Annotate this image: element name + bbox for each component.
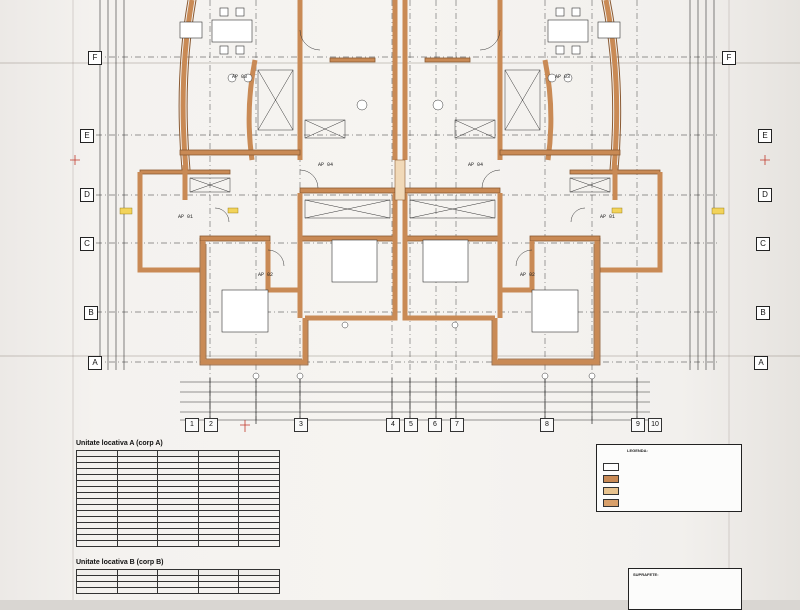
grid-axis-number: 1 [185,418,199,432]
grid-axis-number: 10 [648,418,662,432]
room-tag: AP 01 [178,214,194,220]
grid-axis-label: A [754,356,768,370]
grid-axis-label: C [80,237,94,251]
room-tag: AP 01 [600,214,616,220]
legend-swatch [603,463,619,471]
paper-fold [0,62,800,64]
grid-axis-label: E [758,129,772,143]
grid-axis-label: E [80,129,94,143]
grid-axis-label: D [758,188,772,202]
paper-fold [728,0,730,600]
table-b-title: Unitate locativa B (corp B) [76,559,164,566]
schedule-table-a [76,450,280,547]
summary-title: SUPRAFETE: [633,572,659,577]
paper-fold [0,355,800,357]
table-a-title: Unitate locativa A (corp A) [76,440,163,447]
room-tag: AP 02 [520,272,536,278]
grid-axis-label: D [80,188,94,202]
legend-box: LEGENDA: [596,444,742,512]
grid-axis-number: 6 [428,418,442,432]
grid-axis-number: 7 [450,418,464,432]
room-tag: AP 03 [555,74,571,80]
category-notes [626,520,736,556]
paper-fold [72,0,74,600]
grid-axis-label: A [88,356,102,370]
grid-axis-number: 4 [386,418,400,432]
grid-axis-number: 2 [204,418,218,432]
summary-box: SUPRAFETE: [628,568,742,610]
room-tag: AP 03 [232,74,248,80]
grid-axis-number: 9 [631,418,645,432]
room-tag: AP 02 [258,272,274,278]
grid-axis-number: 8 [540,418,554,432]
grid-axis-label: F [722,51,736,65]
schedule-table-b [76,569,280,594]
grid-axis-number: 5 [404,418,418,432]
legend-title: LEGENDA: [627,448,648,453]
room-tag: AP 04 [318,162,334,168]
grid-axis-number: 3 [294,418,308,432]
room-tag: AP 04 [468,162,484,168]
legend-swatch [603,487,619,495]
legend-swatch [603,475,619,483]
grid-axis-label: B [84,306,98,320]
grid-axis-label: F [88,51,102,65]
legend-swatch [603,499,619,507]
grid-axis-label: B [756,306,770,320]
grid-axis-label: C [756,237,770,251]
